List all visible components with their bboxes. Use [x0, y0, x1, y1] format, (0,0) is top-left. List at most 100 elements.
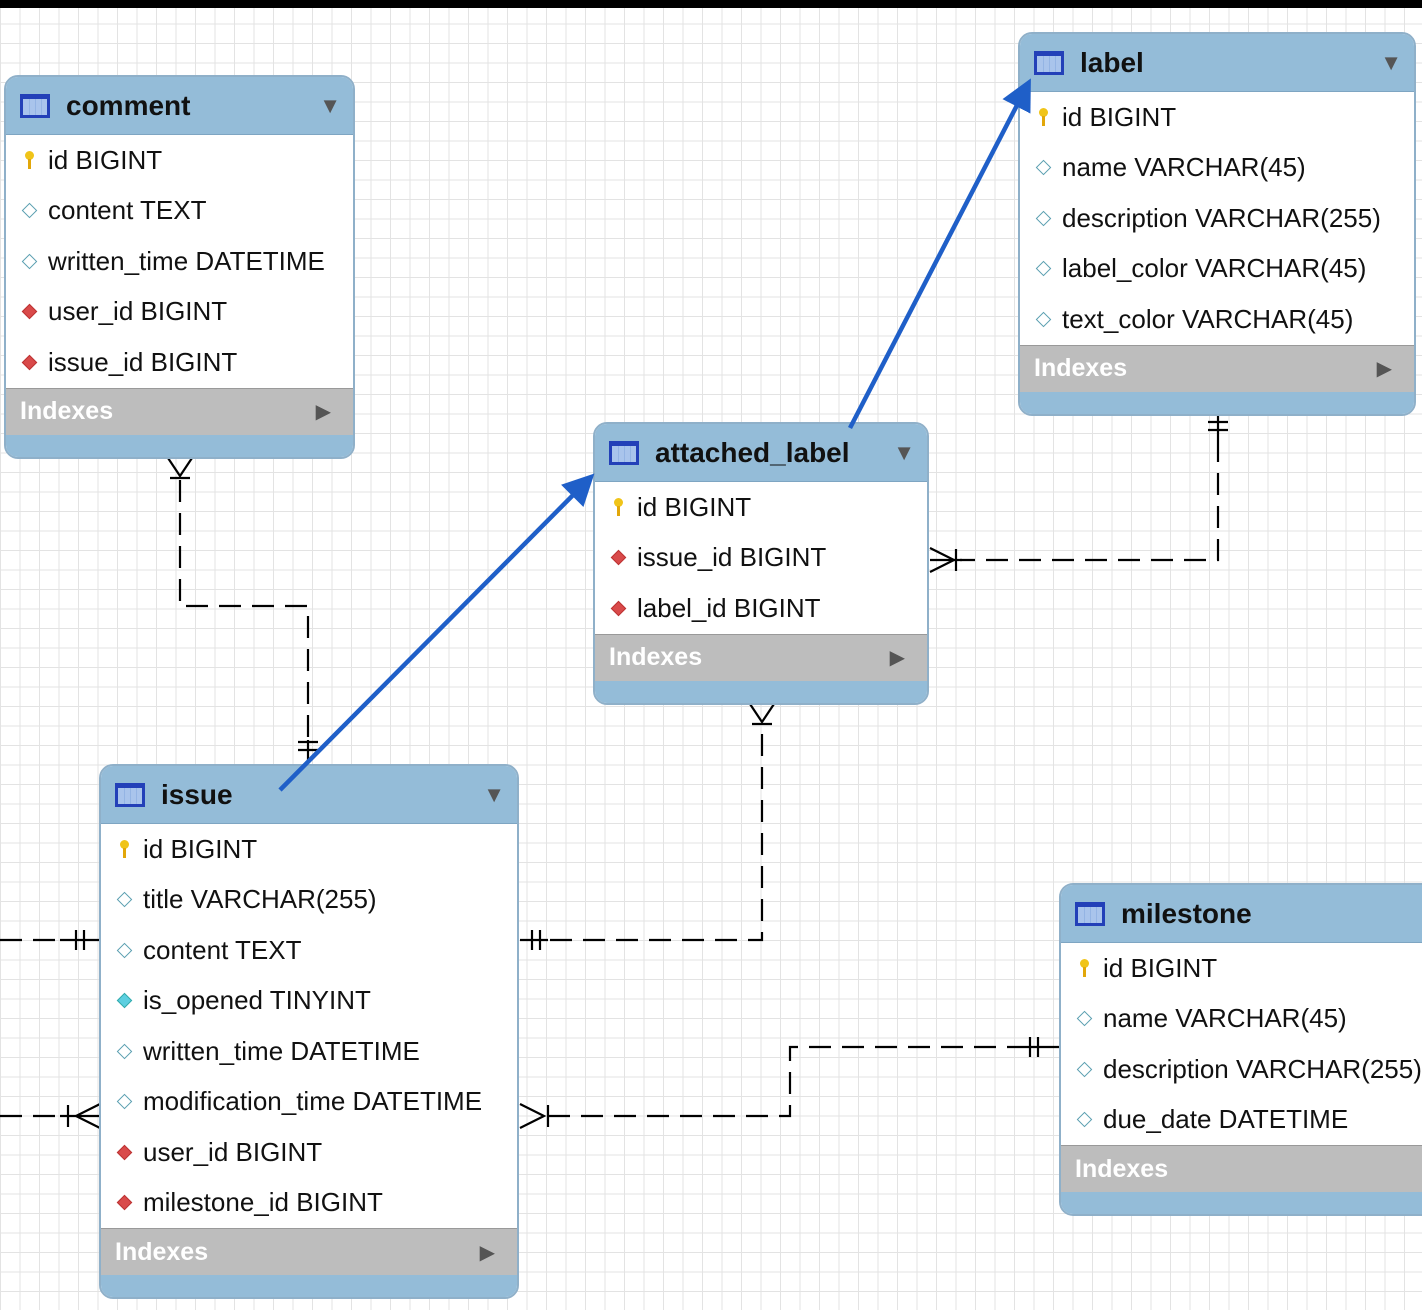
- field-row[interactable]: description VARCHAR(255): [1061, 1044, 1422, 1095]
- crowfoot-issue-left: [60, 1103, 101, 1129]
- rel-issue-milestone: [548, 1045, 1020, 1118]
- field-row[interactable]: due_date DATETIME: [1061, 1095, 1422, 1146]
- entity-label[interactable]: label ▼ id BIGINT name VARCHAR(45) descr…: [1018, 32, 1416, 416]
- entity-title: comment: [66, 89, 191, 121]
- field-name: id BIGINT: [1062, 101, 1177, 132]
- top-bar: [0, 0, 1422, 8]
- crowfoot-comment: [167, 457, 193, 480]
- field-row[interactable]: milestone_id BIGINT: [101, 1178, 517, 1229]
- expand-arrow-icon[interactable]: ▶: [315, 401, 331, 423]
- column-diamond-icon: [18, 200, 40, 222]
- expand-arrow-icon[interactable]: ▶: [1376, 358, 1392, 380]
- field-name: description VARCHAR(255): [1103, 1053, 1422, 1084]
- expand-arrow-icon[interactable]: ▶: [889, 647, 905, 669]
- field-name: label_id BIGINT: [637, 592, 821, 623]
- one-one-issue-top: [298, 740, 318, 762]
- entity-header[interactable]: comment ▼: [6, 77, 353, 135]
- indexes-section[interactable]: Indexes ▶: [1020, 345, 1414, 392]
- field-name: modification_time DATETIME: [143, 1086, 483, 1117]
- entity-title: label: [1080, 46, 1144, 78]
- field-row[interactable]: text_color VARCHAR(45): [1020, 294, 1414, 345]
- entity-header[interactable]: attached_label ▼: [595, 424, 927, 482]
- entity-title: attached_label: [655, 436, 850, 468]
- indexes-section[interactable]: Indexes ▶: [595, 634, 927, 681]
- rel-comment-issue: [178, 480, 310, 740]
- field-row[interactable]: label_color VARCHAR(45): [1020, 244, 1414, 295]
- field-row[interactable]: name VARCHAR(45): [1020, 143, 1414, 194]
- field-list: id BIGINT name VARCHAR(45) description V…: [1020, 92, 1414, 346]
- field-row[interactable]: id BIGINT: [595, 482, 927, 533]
- collapse-toggle-icon[interactable]: ▼: [319, 92, 341, 118]
- field-name: user_id BIGINT: [143, 1136, 323, 1167]
- primary-key-icon: [1073, 957, 1095, 979]
- field-row[interactable]: label_id BIGINT: [595, 583, 927, 634]
- one-one-issue-left: [60, 930, 100, 950]
- column-diamond-icon: [113, 1040, 135, 1062]
- field-row[interactable]: written_time DATETIME: [6, 236, 353, 287]
- one-one-label-bottom: [1208, 412, 1228, 440]
- field-name: content TEXT: [143, 934, 302, 965]
- field-name: id BIGINT: [637, 491, 752, 522]
- expand-arrow-icon[interactable]: ▶: [479, 1241, 495, 1264]
- indexes-label: Indexes: [1034, 354, 1128, 382]
- field-row[interactable]: is_opened TINYINT: [101, 976, 517, 1027]
- field-name: label_color VARCHAR(45): [1062, 253, 1367, 284]
- field-row[interactable]: issue_id BIGINT: [6, 337, 353, 388]
- field-row[interactable]: id BIGINT: [101, 824, 517, 875]
- entity-milestone[interactable]: milestone id BIGINT name VARCHAR(45) des…: [1059, 883, 1422, 1216]
- indexes-label: Indexes: [115, 1237, 209, 1266]
- field-row[interactable]: modification_time DATETIME: [101, 1077, 517, 1128]
- field-name: id BIGINT: [48, 144, 163, 175]
- field-name: issue_id BIGINT: [48, 346, 238, 377]
- field-row[interactable]: description VARCHAR(255): [1020, 193, 1414, 244]
- field-row[interactable]: issue_id BIGINT: [595, 533, 927, 584]
- indexes-section[interactable]: Indexes ▶: [6, 388, 353, 435]
- one-one-milestone-left: [1020, 1037, 1060, 1057]
- field-name: name VARCHAR(45): [1103, 1003, 1347, 1034]
- entity-attached-label[interactable]: attached_label ▼ id BIGINT issue_id BIGI…: [593, 422, 929, 705]
- entity-header[interactable]: milestone: [1061, 885, 1422, 943]
- field-row[interactable]: user_id BIGINT: [101, 1127, 517, 1178]
- field-row[interactable]: content TEXT: [101, 925, 517, 976]
- column-diamond-icon: [1032, 157, 1054, 179]
- entity-issue[interactable]: issue ▼ id BIGINT title VARCHAR(255) con…: [99, 764, 519, 1299]
- primary-key-icon: [607, 496, 629, 518]
- column-diamond-icon: [1073, 1109, 1095, 1131]
- entity-header[interactable]: issue ▼: [101, 766, 517, 824]
- entity-header[interactable]: label ▼: [1020, 34, 1414, 92]
- field-name: written_time DATETIME: [48, 245, 325, 276]
- field-list: id BIGINT title VARCHAR(255) content TEX…: [101, 824, 517, 1229]
- field-row[interactable]: id BIGINT: [1061, 943, 1422, 994]
- column-diamond-icon: [1032, 308, 1054, 330]
- field-name: issue_id BIGINT: [637, 542, 827, 573]
- field-name: is_opened TINYINT: [143, 985, 371, 1016]
- table-icon: [1075, 901, 1105, 926]
- table-icon: [20, 93, 50, 118]
- field-name: description VARCHAR(255): [1062, 202, 1381, 233]
- field-row[interactable]: content TEXT: [6, 186, 353, 237]
- collapse-toggle-icon[interactable]: ▼: [893, 439, 915, 465]
- collapse-toggle-icon[interactable]: ▼: [1380, 49, 1402, 75]
- entity-comment[interactable]: comment ▼ id BIGINT content TEXT written…: [4, 75, 355, 459]
- primary-key-icon: [18, 149, 40, 171]
- indexes-section[interactable]: Indexes: [1061, 1146, 1422, 1192]
- entity-footer: [101, 1275, 517, 1297]
- field-name: user_id BIGINT: [48, 296, 228, 327]
- field-row[interactable]: id BIGINT: [6, 135, 353, 186]
- primary-key-icon: [113, 838, 135, 860]
- indexes-label: Indexes: [609, 643, 703, 671]
- collapse-toggle-icon[interactable]: ▼: [483, 781, 505, 807]
- field-row[interactable]: name VARCHAR(45): [1061, 994, 1422, 1045]
- indexes-section[interactable]: Indexes ▶: [101, 1229, 517, 1275]
- field-row[interactable]: user_id BIGINT: [6, 287, 353, 338]
- field-row[interactable]: written_time DATETIME: [101, 1026, 517, 1077]
- column-diamond-icon: [113, 1091, 135, 1113]
- entity-footer: [1061, 1192, 1422, 1214]
- primary-key-icon: [1032, 106, 1054, 128]
- column-diamond-icon: [18, 250, 40, 272]
- field-row[interactable]: id BIGINT: [1020, 92, 1414, 143]
- field-name: milestone_id BIGINT: [143, 1187, 383, 1218]
- field-row[interactable]: title VARCHAR(255): [101, 875, 517, 926]
- one-one-issue-right: [520, 930, 548, 950]
